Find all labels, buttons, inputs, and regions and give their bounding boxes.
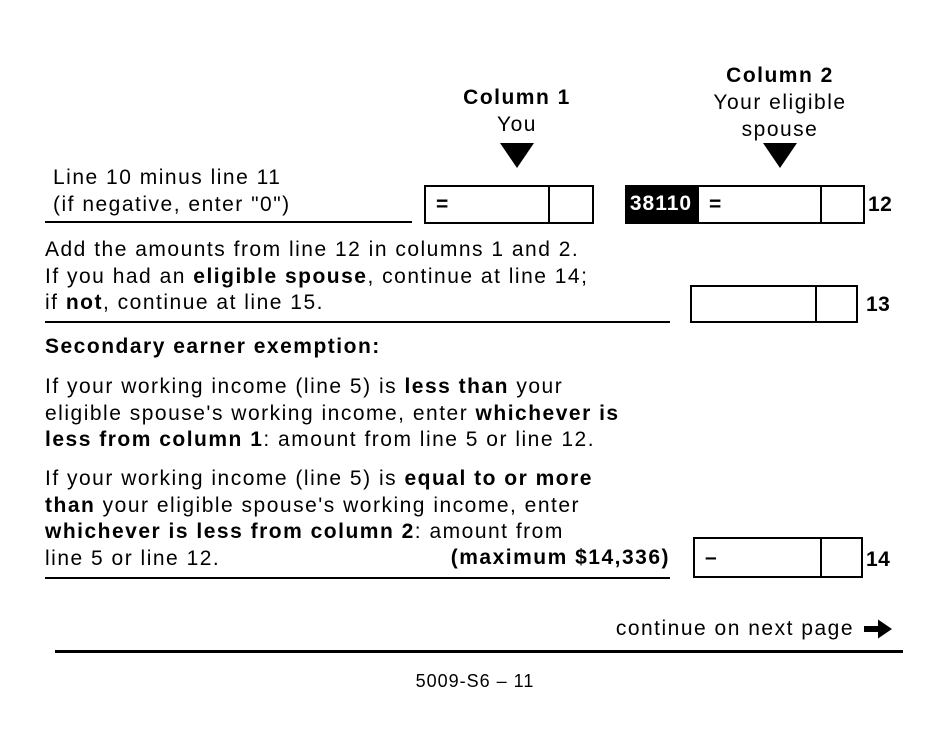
line13-instructions: Add the amounts from line 12 in columns … — [45, 237, 588, 317]
line13-text-line2: If you had an eligible spouse, continue … — [45, 264, 589, 288]
column2-header: Column 2 Your eligible spouse — [658, 62, 902, 143]
line12-label-line1: Line 10 minus line 11 — [53, 166, 282, 189]
cents-divider — [815, 287, 817, 321]
secondary-earner-paragraph-2: If your working income (line 5) is equal… — [45, 466, 593, 572]
para2-line4: line 5 or line 12. — [45, 546, 221, 570]
equals-sign: = — [436, 192, 449, 216]
column1-header: Column 1 You — [395, 84, 639, 138]
column2-subtitle: Your eligible — [713, 91, 847, 114]
cents-divider — [820, 187, 822, 222]
line12-leader-rule — [45, 221, 412, 223]
arrow-right-icon — [864, 619, 892, 639]
para1-line3: less from column 1: amount from line 5 o… — [45, 428, 596, 451]
down-triangle-icon — [763, 143, 797, 168]
column2-subtitle-2: spouse — [741, 118, 819, 141]
para2-line1: If your working income (line 5) is equal… — [45, 467, 593, 490]
line14-amount-field[interactable]: – — [693, 537, 863, 578]
line12-label: Line 10 minus line 11 (if negative, ente… — [53, 165, 291, 218]
equals-sign: = — [709, 192, 722, 216]
line14-leader-rule — [45, 577, 670, 579]
line12-number: 12 — [868, 193, 893, 216]
secondary-earner-paragraph-1: If your working income (line 5) is less … — [45, 374, 620, 454]
down-triangle-icon — [500, 143, 534, 168]
secondary-earner-heading: Secondary earner exemption: — [45, 335, 381, 358]
line13-amount-field[interactable] — [690, 285, 858, 323]
field-code: 38110 — [629, 192, 693, 216]
column1-subtitle: You — [497, 113, 537, 136]
cents-divider — [820, 539, 822, 576]
line13-number: 13 — [866, 293, 891, 316]
minus-sign: – — [705, 545, 717, 569]
line13-text-line3: if not, continue at line 15. — [45, 291, 324, 314]
para2-line3: whichever is less from column 2: amount … — [45, 520, 564, 543]
line12-field-code-badge: 38110 — [625, 185, 697, 224]
line12-label-line2: (if negative, enter "0") — [53, 192, 291, 216]
para1-line2: eligible spouse's working income, enter … — [45, 401, 620, 425]
cents-divider — [548, 187, 550, 222]
line12-col1-amount-field[interactable]: = — [424, 185, 594, 224]
line12-col2-amount-field[interactable]: = — [697, 185, 865, 224]
line13-text-line1: Add the amounts from line 12 in columns … — [45, 238, 580, 261]
line13-leader-rule — [45, 321, 670, 323]
para2-line2: than your eligible spouse's working inco… — [45, 493, 581, 517]
form-page-id: 5009-S6 – 11 — [415, 671, 535, 691]
maximum-note: (maximum $14,336) — [450, 546, 670, 569]
para1-line1: If your working income (line 5) is less … — [45, 375, 564, 398]
continue-note: continue on next page — [400, 616, 894, 643]
line14-number: 14 — [866, 548, 891, 571]
column1-title: Column 1 — [463, 86, 571, 109]
footer-rule — [55, 650, 903, 653]
continue-text: continue on next page — [615, 617, 854, 640]
column2-title: Column 2 — [726, 64, 834, 87]
